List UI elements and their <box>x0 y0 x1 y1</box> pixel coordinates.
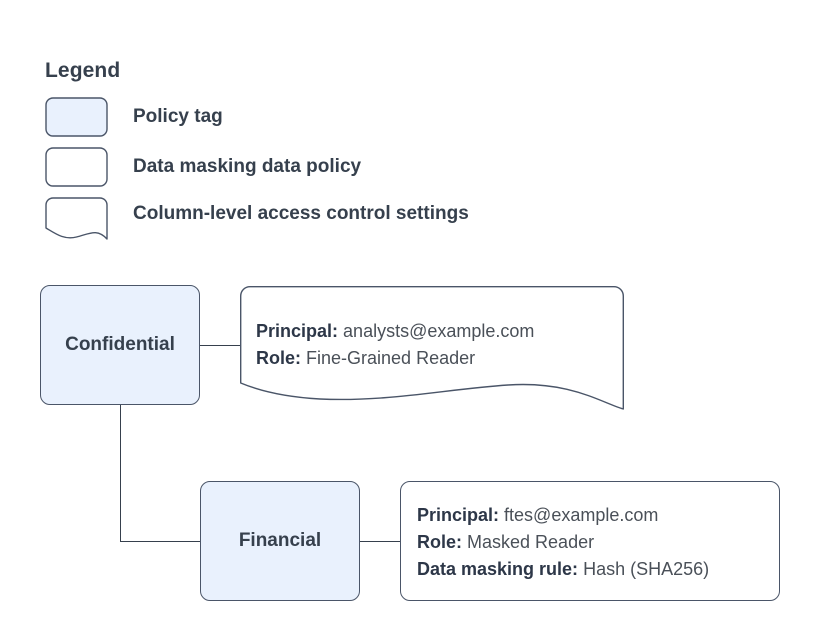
legend-label-policy-tag: Policy tag <box>133 106 223 127</box>
card-line: Data masking rule: Hash (SHA256) <box>417 556 709 583</box>
card-line-value: analysts@example.com <box>343 321 535 341</box>
card-line: Principal: ftes@example.com <box>417 502 709 529</box>
card-confidential-settings[interactable]: Principal: analysts@example.com Role: Fi… <box>240 286 624 410</box>
card-line-value: Hash (SHA256) <box>583 559 710 579</box>
card-line-key: Role: <box>417 532 462 552</box>
card-line-value: ftes@example.com <box>504 505 659 525</box>
card-financial-lines: Principal: ftes@example.com Role: Masked… <box>417 502 709 583</box>
card-confidential-lines: Principal: analysts@example.com Role: Fi… <box>256 318 534 372</box>
legend-label-data-masking-policy: Data masking data policy <box>133 156 362 177</box>
edge-financial-to-policy <box>360 541 400 543</box>
node-confidential[interactable]: Confidential <box>40 285 200 405</box>
document-wave-icon <box>45 197 108 240</box>
node-financial[interactable]: Financial <box>200 481 360 601</box>
card-financial-policy[interactable]: Principal: ftes@example.com Role: Masked… <box>400 481 780 601</box>
legend-title: Legend <box>45 59 121 82</box>
node-confidential-label: Confidential <box>65 334 175 355</box>
card-line: Principal: analysts@example.com <box>256 318 534 345</box>
card-line-key: Data masking rule: <box>417 559 579 579</box>
rounded-rect-filled-icon <box>45 97 108 137</box>
card-line-key: Principal: <box>256 321 339 341</box>
edge-confidential-to-financial-vertical <box>120 405 122 542</box>
rounded-rect-icon <box>45 147 108 187</box>
legend-label-column-access-control: Column-level access control settings <box>133 203 469 224</box>
edge-confidential-to-financial-horizontal <box>120 541 200 543</box>
card-line-value: Fine-Grained Reader <box>306 348 476 368</box>
card-line-key: Principal: <box>417 505 500 525</box>
card-line-value: Masked Reader <box>467 532 595 552</box>
card-line: Role: Masked Reader <box>417 529 709 556</box>
card-line: Role: Fine-Grained Reader <box>256 345 534 372</box>
card-line-key: Role: <box>256 348 301 368</box>
node-financial-label: Financial <box>238 530 322 551</box>
edge-confidential-to-settings <box>200 345 240 347</box>
